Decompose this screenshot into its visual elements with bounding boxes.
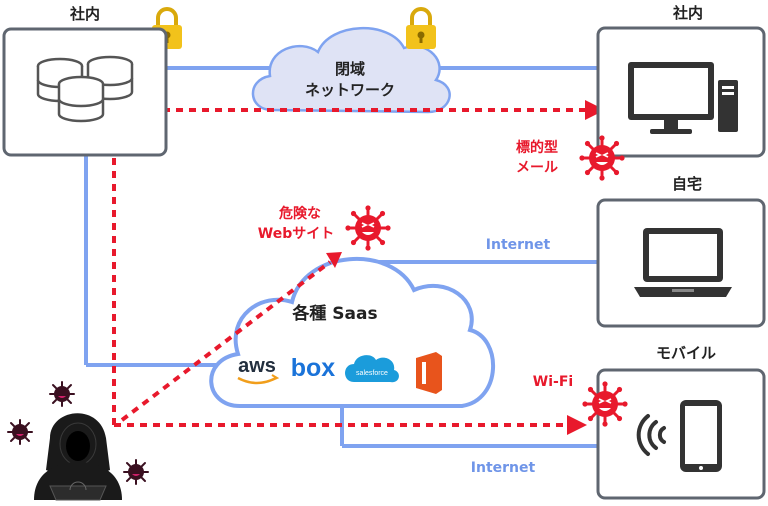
virus-icon bbox=[7, 419, 33, 445]
targeted-mail-label-2: メール bbox=[516, 160, 558, 176]
closed-network-label-2: ネットワーク bbox=[305, 81, 395, 99]
office-right-label: 社内 bbox=[672, 4, 703, 22]
arrow-to-office bbox=[585, 100, 605, 120]
internet-label-home: Internet bbox=[486, 237, 551, 253]
saas-cloud: 各種 Saas aws box salesforce office bbox=[209, 257, 495, 408]
internet-label-mobile: Internet bbox=[471, 460, 536, 476]
lock-icon bbox=[404, 7, 438, 51]
virus-icon bbox=[123, 459, 149, 485]
smartphone-icon bbox=[680, 400, 722, 472]
aws-logo: aws bbox=[237, 355, 280, 385]
office-right-node: 社内 bbox=[596, 4, 766, 158]
mobile-label: モバイル bbox=[656, 344, 716, 362]
closed-network-cloud: 閉域 ネットワーク bbox=[251, 27, 451, 114]
laptop-icon bbox=[634, 228, 732, 297]
database-icon bbox=[36, 55, 134, 123]
closed-network-label-1: 閉域 bbox=[335, 60, 365, 78]
salesforce-logo: salesforce bbox=[345, 355, 399, 383]
virus-icon bbox=[343, 203, 393, 253]
hacker-icon bbox=[34, 413, 122, 501]
virus-icon bbox=[577, 133, 627, 183]
office-logo: office bbox=[416, 352, 442, 394]
home-node: 自宅 bbox=[596, 175, 766, 328]
attack-path-website bbox=[120, 260, 332, 422]
dangerous-site-label-1: 危険な bbox=[278, 205, 321, 222]
mobile-node: モバイル bbox=[596, 344, 766, 500]
arrow-to-website bbox=[326, 252, 342, 268]
virus-icon bbox=[580, 379, 630, 429]
office-left-label: 社内 bbox=[69, 5, 100, 23]
arrow-to-mobile bbox=[567, 415, 587, 435]
virus-icon bbox=[49, 381, 75, 407]
desktop-computer-icon bbox=[628, 62, 738, 134]
svg-text:aws: aws bbox=[238, 355, 276, 377]
dangerous-site-label-2: Webサイト bbox=[258, 226, 334, 242]
home-label: 自宅 bbox=[672, 175, 702, 193]
saas-title: 各種 Saas bbox=[291, 303, 377, 324]
wireless-signal-icon bbox=[636, 414, 666, 456]
wifi-label: Wi-Fi bbox=[533, 374, 573, 390]
box-logo: box bbox=[291, 354, 336, 382]
targeted-mail-label-1: 標的型 bbox=[516, 139, 558, 156]
office-left-node: 社内 bbox=[2, 5, 168, 157]
svg-text:salesforce: salesforce bbox=[356, 370, 388, 377]
